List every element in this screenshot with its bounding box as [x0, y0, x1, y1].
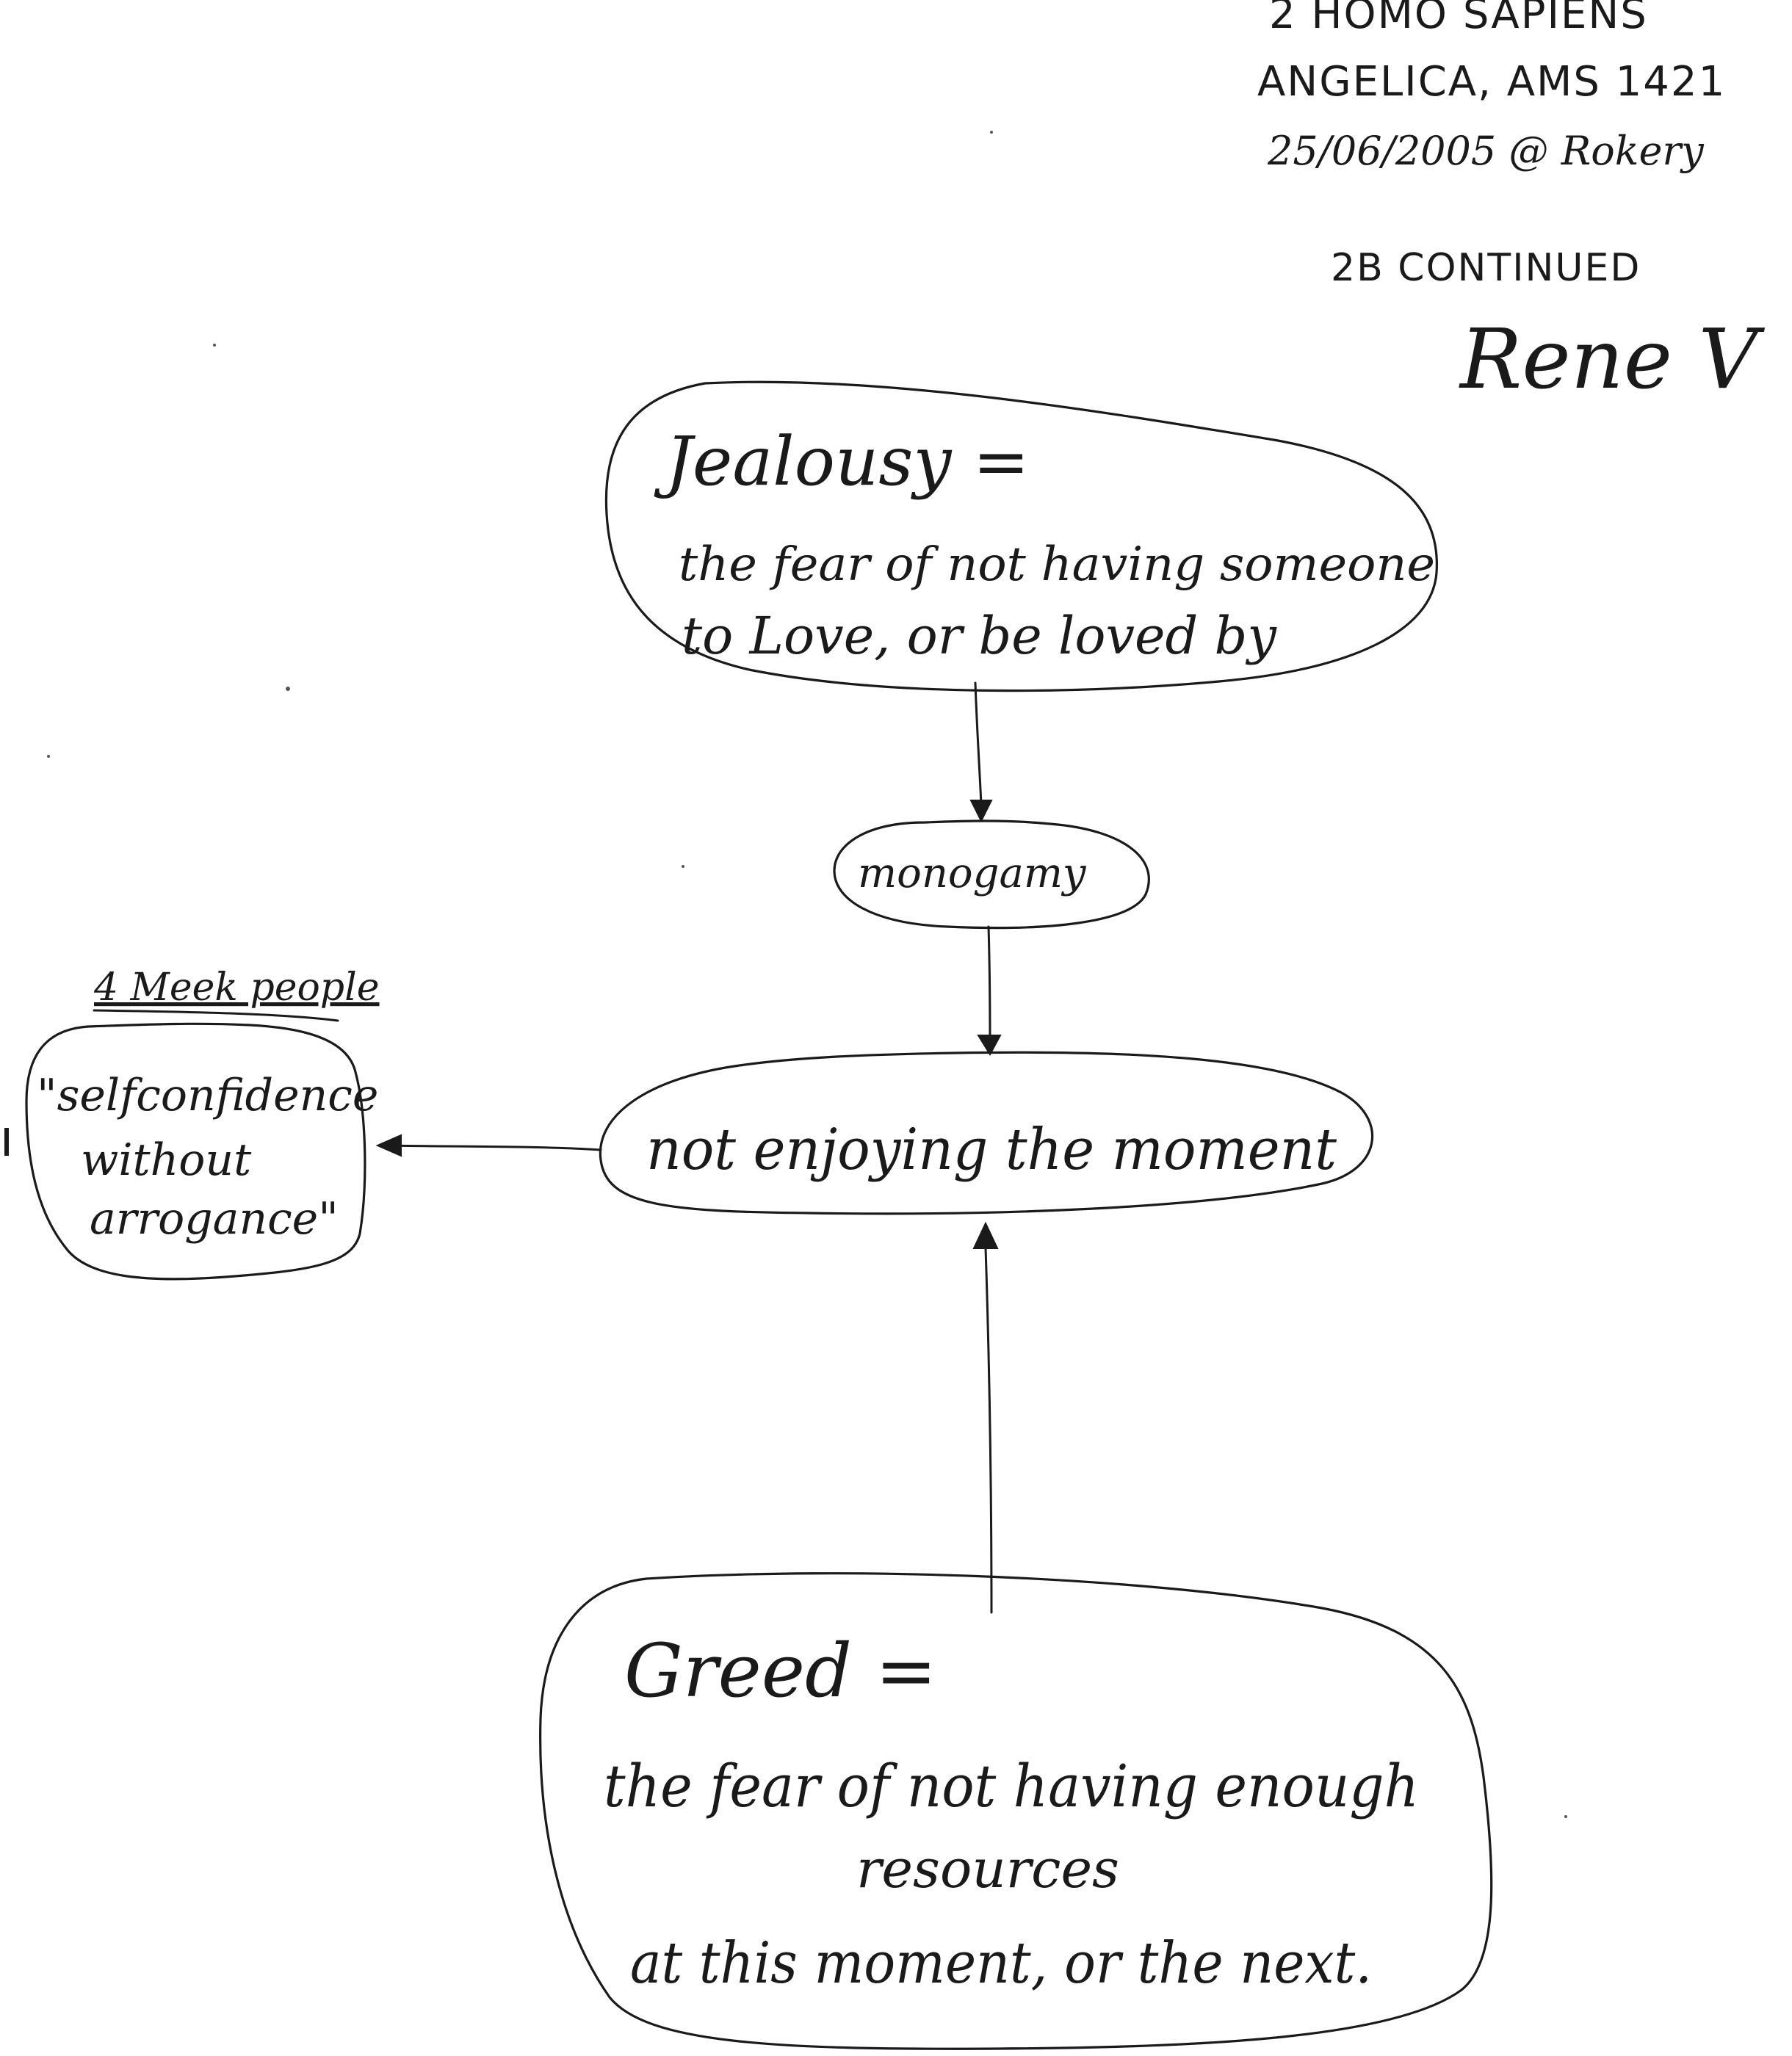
- selfconfidence-line-2: without: [81, 1134, 252, 1186]
- jealousy-line-1: the fear of not having someone: [679, 537, 1435, 592]
- edge-jealousy-to-monogamy: [969, 681, 993, 823]
- jealousy-outline: [604, 380, 1438, 692]
- jealousy-line-2: to Love, or be loved by: [682, 606, 1277, 666]
- greed-line-1: the fear of not having enough: [604, 1752, 1419, 1820]
- monogamy-label: monogamy: [858, 850, 1087, 897]
- jealousy-title: Jealousy =: [654, 422, 1030, 501]
- edge-monogamy-to-not-enjoying: [977, 925, 1002, 1057]
- margin-mark: [4, 1128, 9, 1156]
- not-enjoying-label: not enjoying the moment: [646, 1117, 1337, 1183]
- edge-not-enjoying-to-selfconfidence: [375, 1134, 602, 1157]
- continued-note: 2B CONTINUED: [1331, 246, 1641, 290]
- greed-title: Greed =: [624, 1628, 937, 1714]
- node-selfconfidence: 4 Meek people "selfconfidence without ar…: [25, 966, 380, 1281]
- not-enjoying-outline: [599, 1051, 1373, 1215]
- header-notes: 2 HOMO SAPIENS ANGELICA, AMS 1421 25/06/…: [1257, 0, 1766, 408]
- selfconfidence-outline: [25, 1022, 366, 1281]
- node-monogamy: monogamy: [833, 819, 1150, 930]
- node-greed: Greed = the fear of not having enough re…: [539, 1572, 1493, 2050]
- monogamy-outline: [833, 819, 1150, 930]
- edge-greed-to-not-enjoying: [972, 1221, 999, 1614]
- signature: Rene V: [1459, 312, 1766, 408]
- node-not-enjoying: not enjoying the moment: [599, 1051, 1373, 1215]
- greed-line-3: at this moment, or the next.: [630, 1930, 1372, 1997]
- selfconfidence-line-3: arrogance": [90, 1193, 339, 1245]
- selfconfidence-line-1: "selfconfidence: [37, 1070, 378, 1121]
- meek-people-caption: 4 Meek people: [93, 966, 380, 1010]
- greed-outline: [539, 1572, 1493, 2050]
- header-line-3: 25/06/2005 @ Rokery: [1267, 128, 1705, 174]
- header-line-2: ANGELICA, AMS 1421: [1257, 58, 1726, 106]
- scan-specks: [47, 131, 1567, 1818]
- node-jealousy: Jealousy = the fear of not having someon…: [604, 380, 1438, 692]
- header-line-1: 2 HOMO SAPIENS: [1269, 0, 1648, 38]
- caption-underline: [93, 1009, 339, 1022]
- greed-line-2: resources: [856, 1838, 1119, 1900]
